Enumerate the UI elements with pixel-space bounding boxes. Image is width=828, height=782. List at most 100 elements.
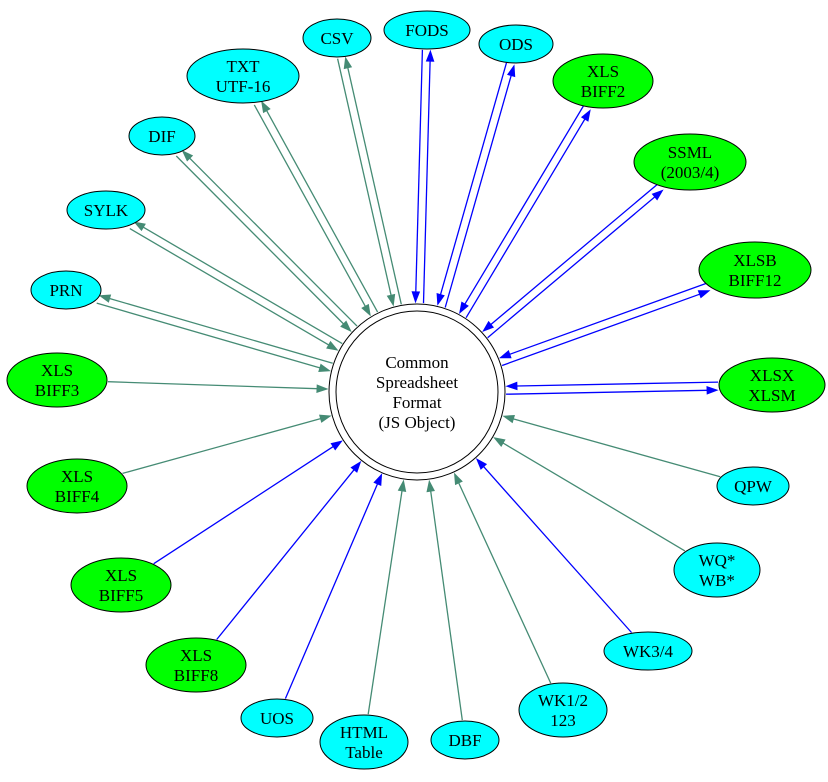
node-shape-xlsb	[698, 241, 812, 299]
edge-line	[415, 49, 424, 292]
node-shape-prn	[30, 270, 102, 310]
edge-line	[501, 293, 700, 367]
edge-line	[266, 110, 379, 313]
edge-xls-biff5-to-csf	[153, 440, 343, 565]
edge-line	[439, 62, 508, 295]
node-shape-ssml	[633, 133, 747, 191]
node-shape-sylk	[66, 190, 146, 230]
edge-wq-wb-to-csf	[493, 437, 686, 552]
edge-line	[502, 442, 686, 552]
arrowhead-icon	[505, 381, 518, 391]
node-shape-dif	[128, 116, 196, 156]
edge-xls-biff4-to-csf	[122, 414, 332, 475]
edge-line	[107, 381, 318, 390]
edge-prn-to-csf	[96, 302, 331, 372]
edge-line	[464, 105, 585, 305]
edge-csf-to-ssml	[487, 189, 664, 339]
arrowhead-icon	[181, 150, 194, 162]
node-shape-wq-wb	[673, 542, 761, 598]
node-label-prn: PRN	[49, 281, 82, 300]
edge-uos-to-csf	[284, 473, 383, 699]
edge-line	[465, 118, 586, 319]
node-shape-csv	[302, 18, 372, 58]
node-shape-dbf	[430, 720, 500, 760]
center-outer-circle	[328, 303, 506, 481]
edge-fods-to-csf	[411, 49, 424, 304]
node-qpw: QPW	[716, 466, 790, 506]
arrowhead-icon	[386, 293, 396, 307]
edge-line	[96, 302, 321, 369]
edge-txt-utf16-to-csf	[253, 104, 371, 317]
arrowhead-icon	[453, 472, 463, 486]
arrowhead-icon	[426, 479, 435, 493]
node-label-csv: CSV	[320, 29, 354, 48]
arrowhead-icon	[475, 458, 488, 470]
arrowhead-icon	[425, 49, 435, 62]
edge-line	[509, 282, 708, 355]
node-shape-uos	[240, 698, 314, 738]
arrowhead-icon	[261, 100, 271, 114]
edge-csf-to-fods	[422, 49, 435, 304]
node-label-fods: FODS	[405, 21, 448, 40]
arrowhead-icon	[397, 479, 407, 493]
arrowhead-icon	[373, 473, 383, 487]
arrowhead-icon	[697, 290, 711, 299]
edge-xls-biff8-to-csf	[216, 460, 362, 640]
edge-csf-to-csv	[343, 56, 402, 305]
edge-line	[516, 381, 719, 387]
edge-wk34-to-csf	[475, 458, 632, 633]
node-shape-xls-biff5	[70, 557, 172, 613]
arrowhead-icon	[498, 350, 512, 359]
edge-line	[444, 75, 512, 308]
arrowhead-icon	[506, 64, 516, 78]
edge-line	[284, 483, 379, 699]
edge-ssml-to-csf	[482, 183, 659, 332]
node-ods: ODS	[478, 24, 554, 64]
node-label-ods: ODS	[499, 35, 533, 54]
node-label-dif: DIF	[148, 127, 175, 146]
edge-line	[430, 491, 463, 721]
edge-line	[458, 482, 552, 684]
node-shape-fods	[383, 10, 471, 50]
node-label-sylk: SYLK	[84, 201, 129, 220]
node-shape-xls-biff3	[6, 352, 108, 408]
arrowhead-icon	[316, 384, 329, 393]
arrowhead-icon	[706, 385, 719, 395]
node-label-qpw: QPW	[734, 477, 773, 496]
edge-csf-to-xlsx	[506, 385, 719, 395]
edge-line	[506, 389, 708, 395]
edge-html-table-to-csf	[367, 479, 407, 715]
arrowhead-icon	[133, 221, 146, 232]
edge-line	[109, 297, 333, 364]
edge-line	[216, 469, 355, 640]
edge-line	[175, 155, 345, 325]
edge-csf-to-txt-utf16	[261, 100, 379, 313]
edge-line	[122, 417, 321, 475]
arrowhead-icon	[350, 460, 362, 473]
node-shape-txt-utf16	[186, 48, 300, 104]
node-shape-wk12	[518, 682, 608, 738]
edge-line	[253, 104, 366, 307]
edge-qpw-to-csf	[502, 414, 721, 478]
edge-xlsx-to-csf	[505, 381, 719, 391]
edge-xls-biff2-to-csf	[459, 105, 585, 314]
edge-wk12-to-csf	[453, 472, 552, 684]
arrowhead-icon	[326, 340, 339, 351]
edge-xls-biff3-to-csf	[107, 381, 329, 393]
arrowhead-icon	[319, 414, 332, 423]
arrowhead-icon	[502, 414, 515, 424]
